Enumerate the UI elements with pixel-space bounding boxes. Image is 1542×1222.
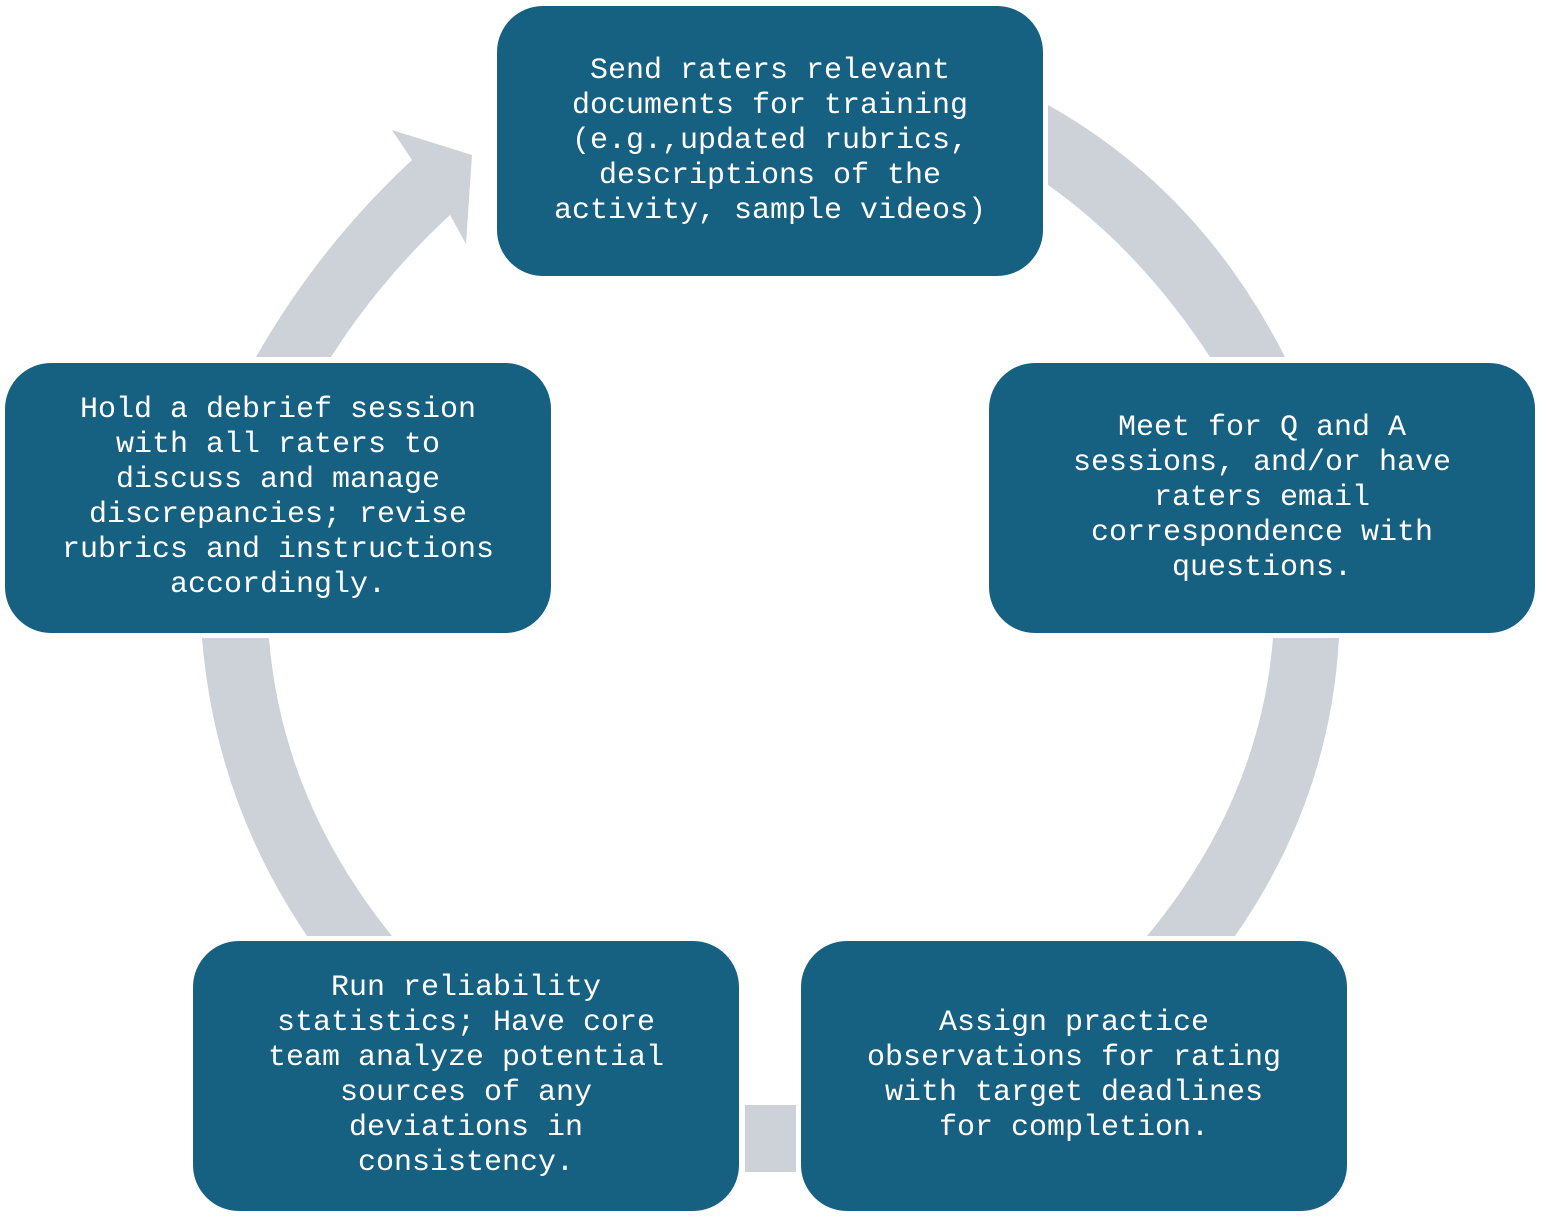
step-3-box: Assign practice observations for rating … xyxy=(801,941,1347,1211)
step-2-text: Meet for Q and A sessions, and/or have r… xyxy=(1072,410,1452,585)
step-1-box: Send raters relevant documents for train… xyxy=(497,6,1043,276)
connector-arc-1-to-2 xyxy=(1048,105,1285,357)
step-2-box: Meet for Q and A sessions, and/or have r… xyxy=(989,363,1535,633)
connector-arc-2-to-3 xyxy=(1147,638,1339,936)
connector-arrow-5-to-1 xyxy=(256,130,472,357)
connector-arc-3-to-4 xyxy=(745,1105,796,1172)
step-3-text: Assign practice observations for rating … xyxy=(866,1006,1282,1145)
step-4-text: Run reliability statistics; Have core te… xyxy=(267,971,665,1180)
step-1-text: Send raters relevant documents for train… xyxy=(553,53,987,228)
connector-arc-4-to-5 xyxy=(202,638,392,936)
step-5-text: Hold a debrief session with all raters t… xyxy=(61,393,495,602)
step-5-box: Hold a debrief session with all raters t… xyxy=(5,363,551,633)
step-4-box: Run reliability statistics; Have core te… xyxy=(193,941,739,1211)
